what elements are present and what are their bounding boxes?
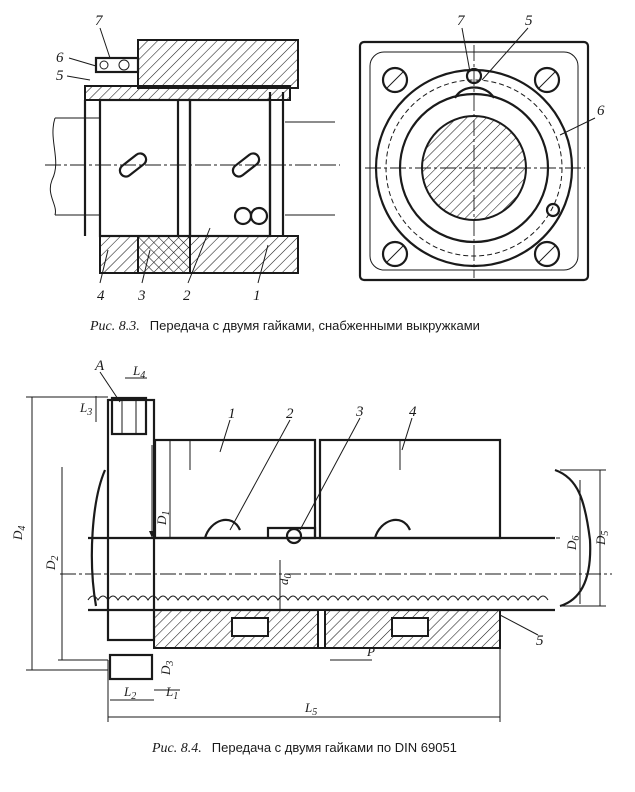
callout-4: 4 (409, 404, 417, 420)
callout-4: 4 (97, 288, 105, 304)
figure-8-4-caption: Рис. 8.4. Передача с двумя гайками по DI… (151, 739, 457, 756)
dimension-lines (26, 377, 606, 722)
dim-d4: D4 (10, 526, 28, 541)
flange (106, 398, 156, 642)
callout-2: 2 (286, 406, 294, 422)
figure-8-3-caption: Рис. 8.3. Передача с двумя гайками, снаб… (89, 317, 480, 334)
callout-3: 3 (137, 288, 146, 304)
detail-label-a: A (94, 358, 105, 374)
end-callout-6: 6 (597, 103, 605, 119)
caption-text: Передача с двумя гайками по DIN 69051 (212, 740, 457, 755)
figure-8-3-callouts: 7 6 5 4 3 2 1 7 5 6 (56, 13, 605, 304)
dim-l1: L1 (165, 684, 178, 702)
callout-5: 5 (56, 68, 64, 84)
dim-d6: D6 (564, 536, 582, 551)
caption-label: Рис. 8.3. (89, 319, 140, 334)
screw-left-end (90, 469, 107, 607)
caption-label: Рис. 8.4. (151, 741, 202, 756)
dim-d5: D5 (593, 531, 611, 546)
dim-d0: d0 (276, 574, 294, 586)
dim-l4: L4 (132, 363, 145, 381)
screw-end (554, 468, 592, 608)
dim-d2: D2 (43, 556, 61, 571)
nut-section-view (45, 39, 340, 274)
nut-4 (318, 438, 502, 540)
caption-text: Передача с двумя гайками, снабженными вы… (150, 318, 480, 333)
dimension-symbols: L4 L3 D4 D2 D1 d0 D3 D6 D5 P L2 L1 L5 (10, 363, 611, 718)
dim-l5: L5 (304, 700, 317, 718)
dim-p: P (366, 644, 375, 659)
callout-5: 5 (536, 633, 544, 649)
callout-1: 1 (253, 288, 261, 304)
end-callout-5: 5 (525, 13, 533, 29)
figure-8-4-callouts: 1 2 3 4 5 A (94, 358, 544, 649)
dim-d1: D1 (154, 511, 172, 526)
dim-l2: L2 (123, 684, 136, 702)
figure-8-4: 1 2 3 4 5 A L4 L3 D4 D2 D1 d0 D3 D6 D5 P… (10, 358, 612, 756)
figure-8-3: 7 6 5 4 3 2 1 7 5 6 Рис. 8.3. Передача с… (45, 13, 605, 334)
callout-3: 3 (355, 404, 364, 420)
dim-l3: L3 (79, 400, 92, 418)
nut-end-view (358, 40, 590, 282)
callout-2: 2 (183, 288, 191, 304)
dim-d3: D3 (158, 661, 176, 676)
callout-1: 1 (228, 406, 236, 422)
callout-6: 6 (56, 50, 64, 66)
callout-7: 7 (95, 13, 104, 29)
end-callout-7: 7 (457, 13, 466, 29)
